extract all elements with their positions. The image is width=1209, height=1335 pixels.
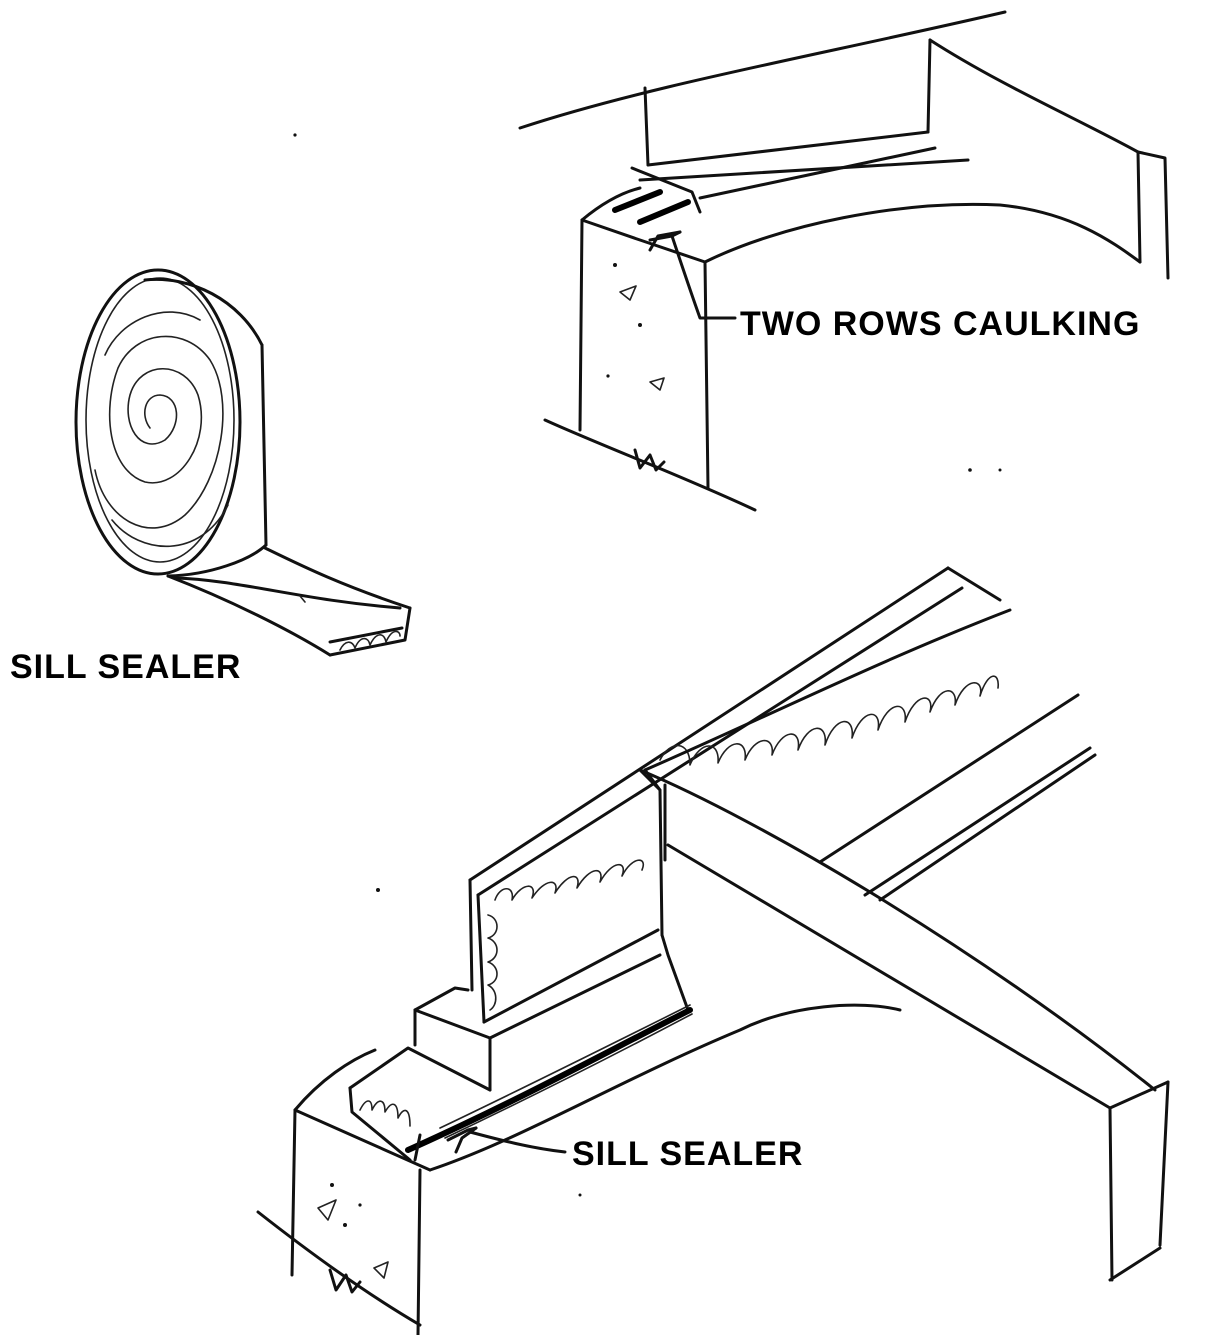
sill-sealer-install-label: SILL SEALER: [572, 1135, 803, 1173]
sill-sealer-installation-illustration: [256, 133, 1170, 1335]
sill-sealer-roll-illustration: [74, 268, 412, 657]
sill-sealer-roll-label: SILL SEALER: [10, 648, 241, 686]
caulking-label: TWO ROWS CAULKING: [740, 305, 1140, 343]
caulking-detail-illustration: [518, 10, 1170, 512]
